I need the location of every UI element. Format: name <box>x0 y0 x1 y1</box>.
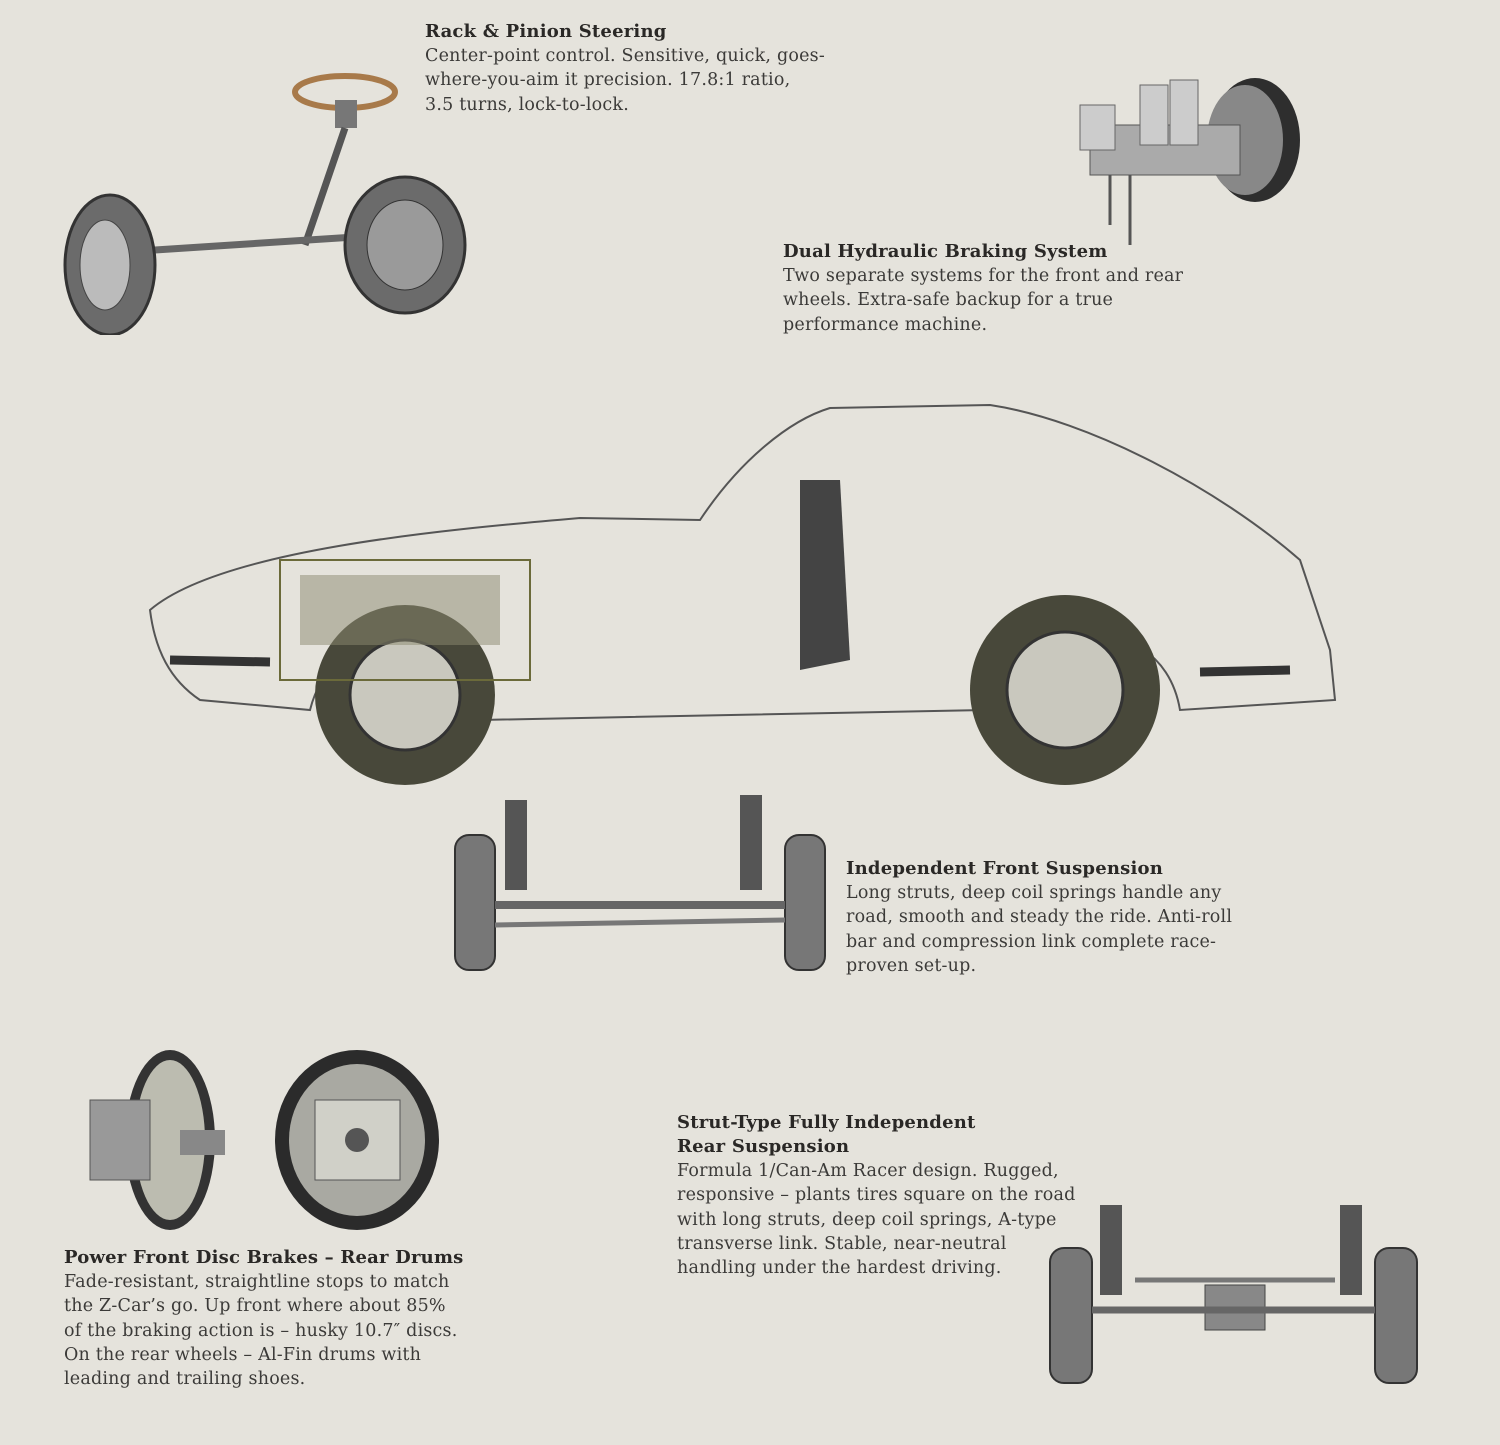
rear-suspension-text: with long struts, deep coil springs, A-t… <box>677 1209 1057 1230</box>
brakes-text: On the rear wheels – Al-Fin drums with <box>64 1344 422 1365</box>
rear-suspension-feature: Strut-Type Fully Independent Rear Suspen… <box>677 1111 1075 1280</box>
steering-title: Rack & Pinion Steering <box>425 21 667 42</box>
front-suspension-text: proven set-up. <box>846 955 977 976</box>
steering-text: Center-point control. Sensitive, quick, … <box>425 46 825 66</box>
front-suspension-text: Long struts, deep coil springs handle an… <box>846 883 1222 903</box>
steering-text: where-you-aim it precision. 17.8:1 ratio… <box>425 70 791 91</box>
brakes-text: the Z-Car’s go. Up front where about 85% <box>64 1296 446 1317</box>
brake-master-cylinder-illustration <box>1079 78 1300 245</box>
front-suspension-text: road, smooth and steady the ride. Anti-r… <box>846 907 1233 928</box>
rear-suspension-text: transverse link. Stable, near-neutral <box>677 1233 1007 1254</box>
braking-text: performance machine. <box>783 314 988 335</box>
braking-text: wheels. Extra-safe backup for a true <box>783 290 1114 311</box>
brakes-title: Power Front Disc Brakes – Rear Drums <box>64 1247 464 1268</box>
braking-feature: Dual Hydraulic Braking System Two separa… <box>783 240 1183 337</box>
steering-feature: Rack & Pinion Steering Center-point cont… <box>425 20 825 117</box>
brakes-text: Fade-resistant, straightline stops to ma… <box>64 1272 450 1292</box>
steering-text: 3.5 turns, lock-to-lock. <box>425 94 629 115</box>
rear-suspension-title: Rear Suspension <box>677 1136 850 1157</box>
rear-suspension-text: responsive – plants tires square on the … <box>677 1185 1076 1206</box>
front-suspension-title: Independent Front Suspension <box>846 858 1164 879</box>
rear-suspension-text: handling under the hardest driving. <box>677 1258 1002 1279</box>
front-suspension-text: bar and compression link complete race- <box>846 931 1217 952</box>
brakes-text: leading and trailing shoes. <box>64 1369 306 1390</box>
disc-brake-illustration <box>89 1050 225 1230</box>
brakes-feature: Power Front Disc Brakes – Rear Drums Fad… <box>64 1246 464 1391</box>
rear-suspension-illustration <box>1049 1205 1418 1384</box>
rear-suspension-text: Formula 1/Can-Am Racer design. Rugged, <box>677 1161 1059 1181</box>
drum-brake-illustration <box>275 1050 439 1230</box>
braking-title: Dual Hydraulic Braking System <box>783 241 1108 262</box>
front-suspension-feature: Independent Front Suspension Long struts… <box>846 857 1232 978</box>
rear-suspension-title: Strut-Type Fully Independent <box>677 1112 976 1133</box>
brakes-text: of the braking action is – husky 10.7″ d… <box>64 1320 458 1341</box>
braking-text: Two separate systems for the front and r… <box>783 266 1184 286</box>
car-cutaway-illustration <box>148 403 1337 785</box>
steering-illustration <box>63 73 467 335</box>
front-suspension-illustration <box>454 795 826 971</box>
